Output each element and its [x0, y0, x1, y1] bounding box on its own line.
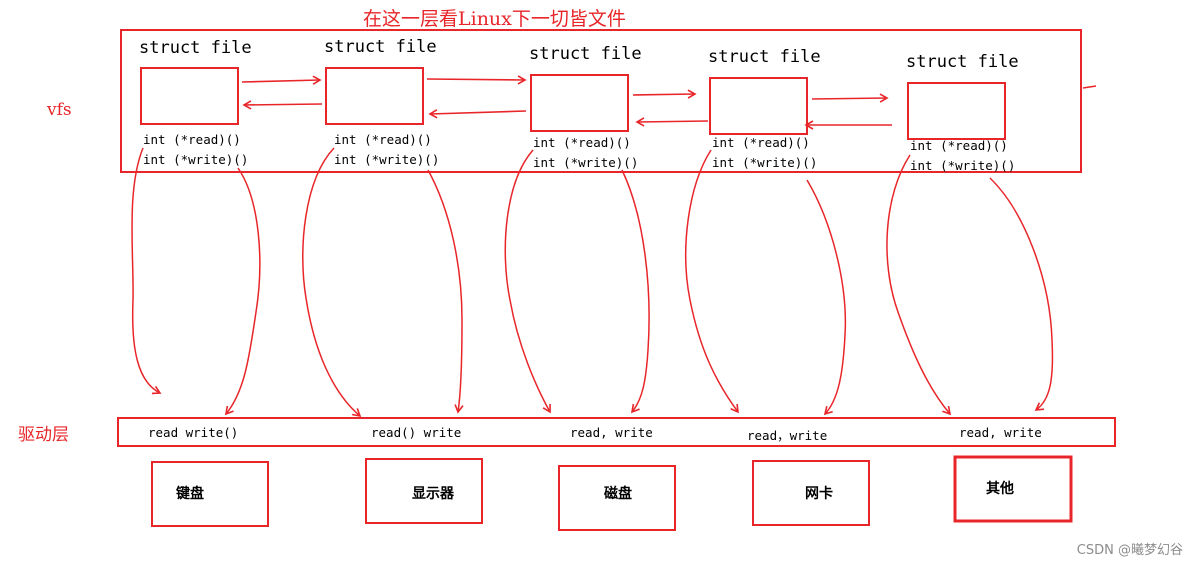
driver-methods-disk: read, write	[570, 425, 653, 440]
write-fn-4: int (*write)()	[712, 155, 818, 170]
watermark: CSDN @曦梦幻谷	[1076, 543, 1183, 558]
write-fn-5: int (*write)()	[910, 158, 1016, 173]
vfs-layer-label: vfs	[47, 100, 72, 120]
read-pointer-curve-4	[685, 149, 739, 414]
driver-methods-keyboard: read write()	[148, 425, 239, 440]
device-label-display: 显示器	[412, 486, 454, 502]
write-pointer-curve-5	[989, 177, 1054, 411]
struct-file-label-5: struct file	[906, 52, 1019, 72]
write-fn-1: int (*write)()	[143, 152, 249, 167]
struct-file-box-3	[530, 74, 629, 132]
device-box-display	[365, 458, 483, 524]
struct-file-box-1	[140, 67, 239, 125]
write-fn-2: int (*write)()	[334, 152, 440, 167]
read-fn-4: int (*read)()	[712, 135, 810, 150]
driver-methods-other: read, write	[959, 425, 1042, 440]
read-fn-5: int (*read)()	[910, 138, 1008, 153]
struct-file-box-5	[907, 82, 1006, 140]
prev-arrow-3	[635, 117, 709, 127]
device-box-other	[953, 455, 1073, 523]
read-pointer-curve-1	[131, 147, 162, 395]
device-label-keyboard: 键盘	[176, 486, 204, 502]
next-arrow-4	[811, 93, 889, 103]
write-pointer-curve-2	[427, 169, 464, 414]
vfs-frame-tick	[1082, 85, 1097, 89]
prev-arrow-2	[428, 109, 527, 119]
read-fn-2: int (*read)()	[334, 132, 432, 147]
write-pointer-curve-1	[224, 167, 261, 416]
read-fn-3: int (*read)()	[533, 135, 631, 150]
struct-file-label-4: struct file	[708, 47, 821, 67]
diagram-title: 在这一层看Linux下一切皆文件	[363, 8, 626, 30]
device-label-other: 其他	[986, 481, 1014, 497]
driver-methods-nic: read，write	[747, 428, 828, 443]
struct-file-label-3: struct file	[529, 44, 642, 64]
struct-file-label-2: struct file	[324, 37, 437, 57]
device-box-nic	[752, 460, 870, 526]
read-pointer-curve-5	[886, 154, 952, 416]
device-label-disk: 磁盘	[604, 486, 632, 502]
struct-file-box-2	[325, 67, 424, 125]
prev-arrow-1	[242, 100, 323, 110]
next-arrow-3	[632, 89, 697, 99]
device-box-disk	[558, 465, 676, 531]
read-pointer-curve-2	[302, 147, 362, 418]
write-fn-3: int (*write)()	[533, 155, 639, 170]
struct-file-label-1: struct file	[139, 38, 252, 58]
device-box-keyboard	[151, 461, 269, 527]
driver-layer-box	[117, 417, 1116, 447]
next-arrow-2	[426, 75, 527, 85]
write-pointer-curve-4	[806, 179, 847, 416]
next-arrow-1	[241, 75, 322, 85]
driver-methods-display: read() write	[371, 425, 462, 440]
driver-layer-label: 驱动层	[18, 425, 69, 445]
struct-file-box-4	[709, 77, 808, 135]
read-fn-1: int (*read)()	[143, 132, 241, 147]
device-label-nic: 网卡	[805, 486, 833, 502]
read-pointer-curve-3	[504, 149, 551, 414]
vfs-layer-box	[120, 29, 1082, 173]
write-pointer-curve-3	[621, 169, 650, 414]
